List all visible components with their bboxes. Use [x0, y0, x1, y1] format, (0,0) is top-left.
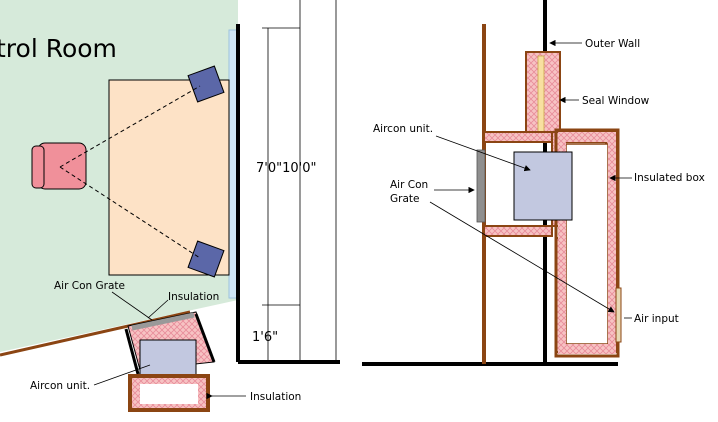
label-seal-window: Seal Window: [582, 95, 650, 107]
leader-insulation-top: [147, 299, 169, 319]
grate-bar: [131, 312, 195, 331]
aircon-unit-right: [513, 151, 573, 221]
insulated-box-right-outer: [554, 128, 620, 358]
leader-air-con-grate: [111, 291, 153, 321]
room-title: trol Room: [0, 34, 117, 63]
aircon-unit-left: [139, 339, 197, 379]
control-room-plan: trol Room 7'0"10'0" 1'6" Air Con Gra: [0, 0, 340, 412]
box-side-left: [124, 328, 140, 375]
label-air-con-grate: Air Con Grate: [54, 280, 125, 292]
insulated-box-right-hatch-left: [558, 142, 566, 344]
box-side-right: [194, 313, 216, 363]
label-air-input: Air input: [634, 313, 679, 325]
label-aircon-unit-left: Aircon unit.: [30, 380, 90, 392]
floor-line: [0, 310, 191, 357]
insulated-box-right-hatch-bottom: [558, 344, 616, 354]
sightline-top: [59, 85, 201, 168]
seal-window-glass: [537, 55, 545, 133]
speaker-bottom: [187, 240, 225, 278]
console-desk: [108, 79, 230, 276]
insulated-box-right-hatch-top: [558, 132, 616, 142]
label-aircon-unit-right: Aircon unit.: [373, 123, 433, 135]
leader-aircon-unit-left: [93, 364, 151, 386]
insulated-box-right-hatch-right: [608, 132, 616, 354]
label-air-con-grate-right-1: Air Con: [390, 179, 428, 191]
speaker-top: [187, 65, 225, 103]
label-air-con-grate-right-2: Grate: [390, 193, 419, 205]
label-outer-wall: Outer Wall: [585, 38, 640, 50]
cavity-top: [483, 131, 553, 143]
leader-grate-to-input: [429, 201, 615, 313]
air-input-slot: [615, 287, 622, 343]
dimension-small-label: 1'6": [252, 330, 278, 345]
label-insulation-bottom: Insulation: [250, 391, 301, 403]
dimension-main-label: 7'0"10'0": [256, 161, 316, 176]
wall-section-view: Outer Wall Seal Window Aircon unit. Air …: [362, 0, 705, 366]
chair-back: [31, 145, 45, 189]
cavity-bottom: [483, 225, 553, 237]
label-insulated-box: Insulated box: [634, 172, 705, 184]
insulated-box-left-inner: [140, 384, 198, 404]
label-insulation-top: Insulation: [168, 291, 219, 303]
grate-right: [476, 149, 486, 223]
leader-aircon-unit-right: [435, 135, 531, 172]
